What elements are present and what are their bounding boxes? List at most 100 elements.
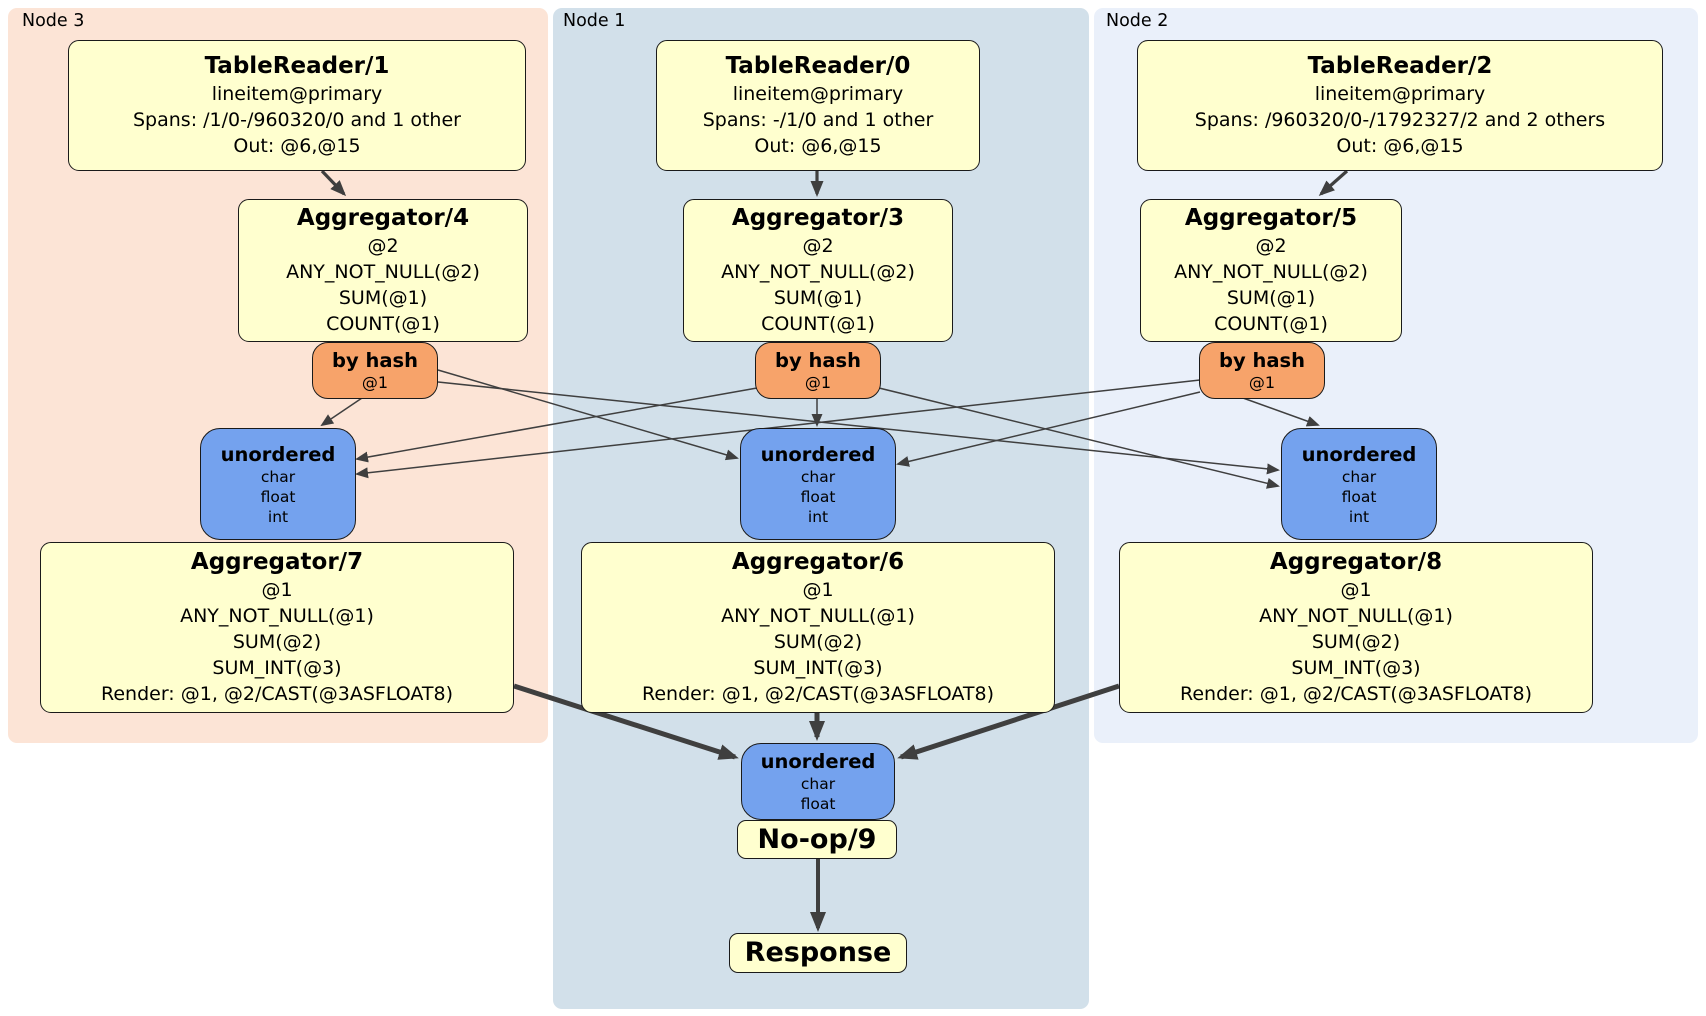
hash-router-detail: @1 xyxy=(361,373,389,392)
aggregator-3-line: COUNT(@1) xyxy=(761,313,875,335)
edge-agg8-ufinal xyxy=(897,683,1120,760)
node2-label: Node 2 xyxy=(1106,11,1169,31)
aggregator-3-title: Aggregator/3 xyxy=(731,205,905,231)
sync-type: float xyxy=(260,487,296,506)
tablereader-0-box: TableReader/0 lineitem@primary Spans: -/… xyxy=(656,40,980,171)
aggregator-6-line: SUM_INT(@3) xyxy=(753,657,883,679)
tablereader-1-box: TableReader/1 lineitem@primary Spans: /1… xyxy=(68,40,526,171)
edge-hash3-u1 xyxy=(437,369,739,461)
edge-tr1-agg4 xyxy=(320,169,347,197)
aggregator-6-line: Render: @1, @2/CAST(@3ASFLOAT8) xyxy=(642,683,994,705)
aggregator-7-box: Aggregator/7 @1 ANY_NOT_NULL(@1) SUM(@2)… xyxy=(40,542,514,713)
aggregator-4-line: SUM(@1) xyxy=(338,287,428,309)
aggregator-5-line: COUNT(@1) xyxy=(1214,313,1328,335)
tablereader-0-spans: Spans: -/1/0 and 1 other xyxy=(702,109,934,131)
unordered-sync-node1: unordered char float int xyxy=(740,428,896,540)
aggregator-3-line: @2 xyxy=(802,235,834,257)
hash-router-node3: by hash @1 xyxy=(312,342,438,399)
edge-hash1-u2 xyxy=(878,387,1280,489)
sync-title: unordered xyxy=(220,442,336,466)
sync-type: int xyxy=(807,507,829,526)
hash-router-detail: @1 xyxy=(804,373,832,392)
aggregator-6-line: ANY_NOT_NULL(@1) xyxy=(721,605,915,627)
hash-router-node2: by hash @1 xyxy=(1199,342,1325,399)
aggregator-7-line: Render: @1, @2/CAST(@3ASFLOAT8) xyxy=(101,683,453,705)
aggregator-6-line: SUM(@2) xyxy=(773,631,863,653)
tablereader-1-title: TableReader/1 xyxy=(204,53,390,79)
aggregator-7-line: SUM(@2) xyxy=(232,631,322,653)
aggregator-6-box: Aggregator/6 @1 ANY_NOT_NULL(@1) SUM(@2)… xyxy=(581,542,1055,713)
sync-title: unordered xyxy=(760,442,876,466)
sync-title: unordered xyxy=(1301,442,1417,466)
hash-router-detail: @1 xyxy=(1248,373,1276,392)
unordered-sync-final: unordered char float xyxy=(741,743,895,820)
aggregator-4-line: COUNT(@1) xyxy=(326,313,440,335)
aggregator-3-line: SUM(@1) xyxy=(773,287,863,309)
aggregator-8-line: ANY_NOT_NULL(@1) xyxy=(1259,605,1453,627)
tablereader-0-out: Out: @6,@15 xyxy=(754,135,882,157)
edge-hash3-u3 xyxy=(320,397,363,427)
hash-router-title: by hash xyxy=(775,349,861,372)
hash-router-node1: by hash @1 xyxy=(755,342,881,399)
sync-title: unordered xyxy=(760,750,876,773)
aggregator-5-box: Aggregator/5 @2 ANY_NOT_NULL(@2) SUM(@1)… xyxy=(1140,199,1402,342)
aggregator-7-title: Aggregator/7 xyxy=(190,549,364,575)
tablereader-0-title: TableReader/0 xyxy=(725,53,911,79)
sync-type: int xyxy=(267,507,289,526)
edge-hash3-u2 xyxy=(437,381,1280,475)
edge-hash2-u3 xyxy=(355,379,1201,479)
aggregator-4-box: Aggregator/4 @2 ANY_NOT_NULL(@2) SUM(@1)… xyxy=(238,199,528,342)
sync-type: char xyxy=(800,775,836,793)
aggregator-5-line: @2 xyxy=(1255,235,1287,257)
aggregator-7-line: @1 xyxy=(261,579,293,601)
unordered-sync-node3: unordered char float int xyxy=(200,428,356,540)
response-box: Response xyxy=(729,933,907,973)
tablereader-2-title: TableReader/2 xyxy=(1307,53,1493,79)
aggregator-7-line: ANY_NOT_NULL(@1) xyxy=(180,605,374,627)
aggregator-4-line: ANY_NOT_NULL(@2) xyxy=(286,261,480,283)
tablereader-2-spans: Spans: /960320/0-/1792327/2 and 2 others xyxy=(1194,109,1606,131)
sync-type: int xyxy=(1348,507,1370,526)
aggregator-5-line: SUM(@1) xyxy=(1226,287,1316,309)
tablereader-1-spans: Spans: /1/0-/960320/0 and 1 other xyxy=(133,109,461,131)
tablereader-0-index: lineitem@primary xyxy=(732,83,904,105)
edge-tr2-agg5 xyxy=(1318,169,1349,196)
aggregator-6-title: Aggregator/6 xyxy=(731,549,905,575)
sync-type: char xyxy=(1341,467,1377,486)
aggregator-7-line: SUM_INT(@3) xyxy=(212,657,342,679)
aggregator-5-title: Aggregator/5 xyxy=(1184,205,1358,231)
sync-type: float xyxy=(800,795,836,813)
edge-agg7-ufinal xyxy=(513,683,739,760)
edge-hash1-u3 xyxy=(355,387,758,463)
noop-9-title: No-op/9 xyxy=(757,823,877,855)
tablereader-1-index: lineitem@primary xyxy=(211,83,383,105)
unordered-sync-node2: unordered char float int xyxy=(1281,428,1437,540)
hash-router-title: by hash xyxy=(332,349,418,372)
sync-type: float xyxy=(800,487,836,506)
tablereader-2-out: Out: @6,@15 xyxy=(1336,135,1464,157)
aggregator-8-title: Aggregator/8 xyxy=(1269,549,1443,575)
aggregator-8-box: Aggregator/8 @1 ANY_NOT_NULL(@1) SUM(@2)… xyxy=(1119,542,1593,713)
aggregator-8-line: SUM(@2) xyxy=(1311,631,1401,653)
tablereader-2-box: TableReader/2 lineitem@primary Spans: /9… xyxy=(1137,40,1663,171)
sync-type: char xyxy=(800,467,836,486)
aggregator-3-line: ANY_NOT_NULL(@2) xyxy=(721,261,915,283)
tablereader-1-out: Out: @6,@15 xyxy=(233,135,361,157)
node1-label: Node 1 xyxy=(563,11,626,31)
aggregator-4-line: @2 xyxy=(367,235,399,257)
edge-hash2-u2 xyxy=(1242,397,1320,427)
aggregator-3-box: Aggregator/3 @2 ANY_NOT_NULL(@2) SUM(@1)… xyxy=(683,199,953,342)
aggregator-8-line: SUM_INT(@3) xyxy=(1291,657,1421,679)
sync-type: char xyxy=(260,467,296,486)
aggregator-8-line: @1 xyxy=(1340,579,1372,601)
aggregator-5-line: ANY_NOT_NULL(@2) xyxy=(1174,261,1368,283)
aggregator-8-line: Render: @1, @2/CAST(@3ASFLOAT8) xyxy=(1180,683,1532,705)
edge-hash2-u1 xyxy=(896,391,1201,467)
response-title: Response xyxy=(744,937,892,968)
sync-type: float xyxy=(1341,487,1377,506)
node3-label: Node 3 xyxy=(22,11,85,31)
aggregator-6-line: @1 xyxy=(802,579,834,601)
hash-router-title: by hash xyxy=(1219,349,1305,372)
